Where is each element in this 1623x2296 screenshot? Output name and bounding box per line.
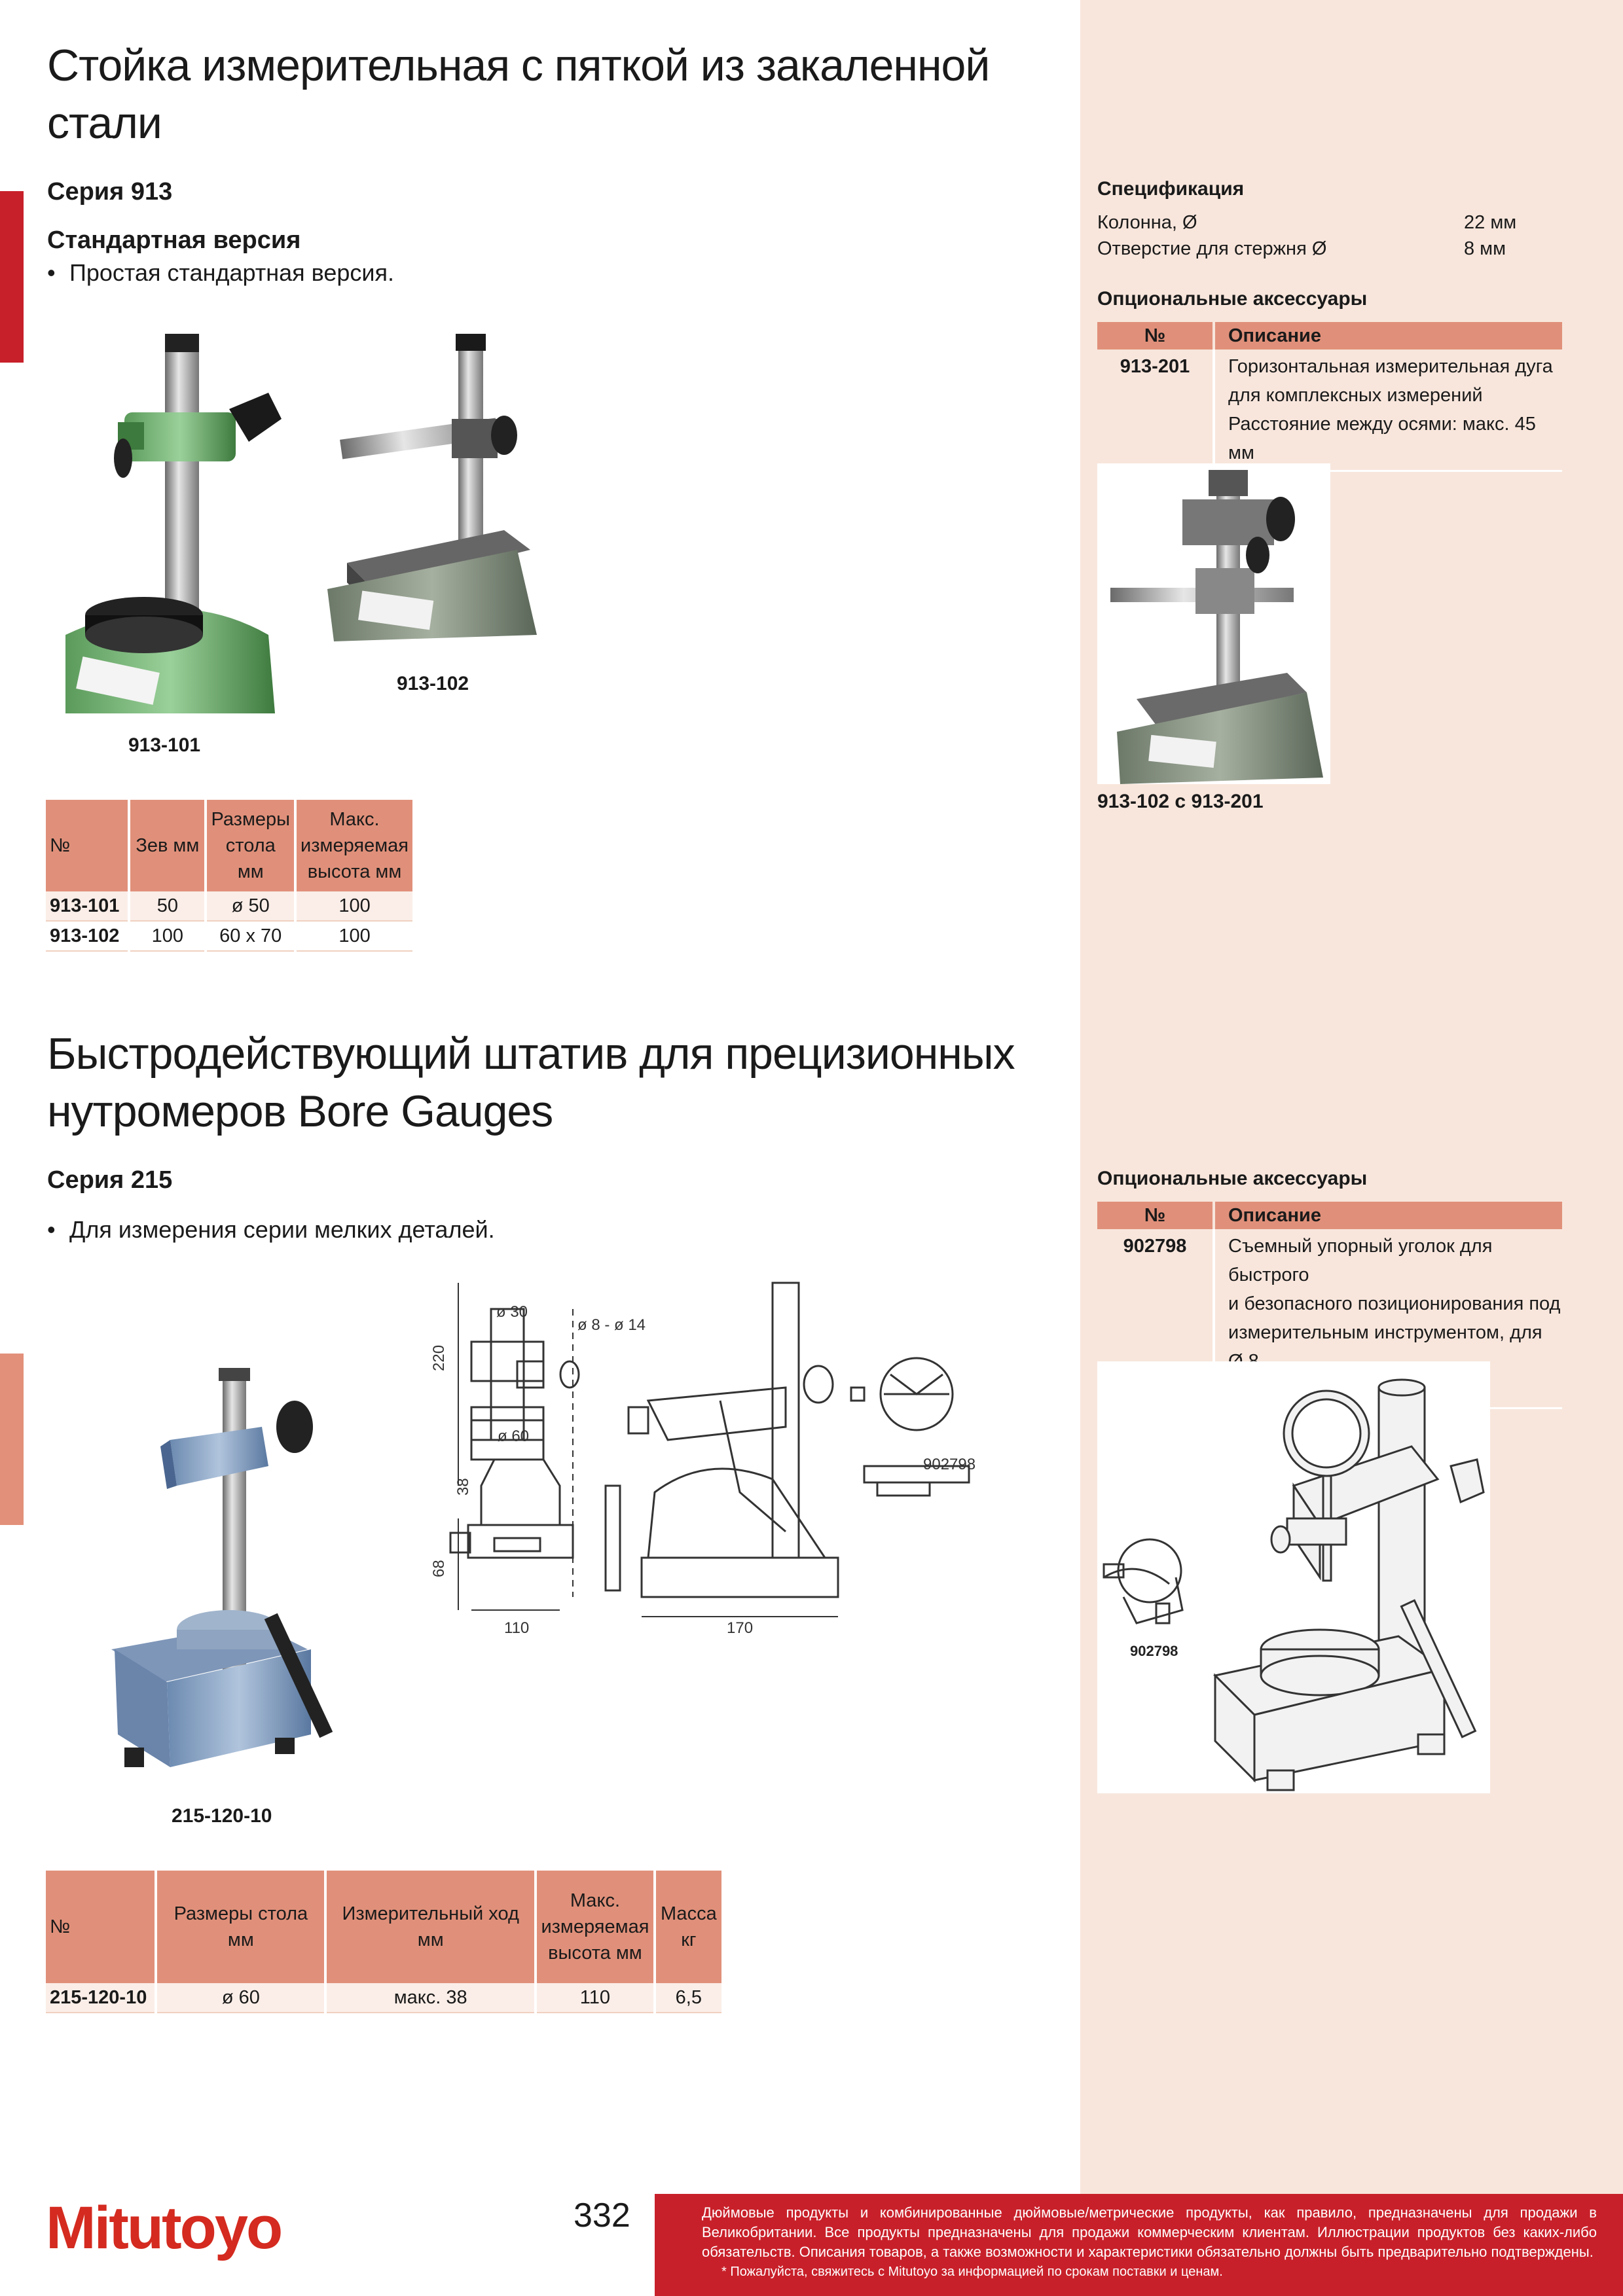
table-cell: 215-120-10	[46, 1983, 158, 2013]
accessory-drawing-label: 902798	[1130, 1643, 1178, 1659]
acc-header-num: №	[1097, 322, 1215, 350]
disclaimer-text: Дюймовые продукты и комбинированные дюйм…	[702, 2204, 1597, 2260]
acc-desc-line: Горизонтальная измерительная дуга	[1228, 356, 1553, 377]
section-marker-red	[0, 191, 24, 363]
spec-value: 22 мм	[1464, 212, 1517, 233]
section2-bullet: •Для измерения серии мелких деталей.	[47, 1216, 495, 1243]
acc-desc-line: измерительным инструментом, для Ø 8	[1228, 1322, 1542, 1372]
dim-label: 110	[504, 1619, 529, 1637]
dim-label: 170	[727, 1619, 753, 1637]
page-number: 332	[574, 2197, 630, 2234]
table-cell: 60 x 70	[206, 921, 297, 952]
table-215-header: Измерительный ход мм	[325, 1871, 538, 1983]
section1-series: Серия 913	[47, 178, 173, 206]
section2-series: Серия 215	[47, 1166, 173, 1194]
section-marker-salmon	[0, 1354, 24, 1525]
caption-913-102-913-201: 913-102 с 913-201	[1097, 791, 1264, 812]
acc-num: 913-201	[1097, 350, 1215, 472]
acc-desc-line: Съемный упорный уголок для быстрого	[1228, 1236, 1493, 1285]
mitutoyo-logo: Mitutoyo	[46, 2195, 283, 2261]
spec-label: Отверстие для стержня Ø	[1097, 238, 1327, 259]
caption-913-101: 913-101	[128, 734, 201, 756]
section1-title-line2: стали	[47, 98, 162, 148]
product-photo-913-101	[65, 334, 282, 713]
accessories-title: Опциональные аксессуары	[1097, 1168, 1368, 1189]
acc-desc-line: Расстояние между осями: макс. 45 мм	[1228, 414, 1536, 463]
accessories-title: Опциональные аксессуары	[1097, 288, 1368, 310]
table-cell: 913-102	[46, 921, 131, 952]
section1-bullet: •Простая стандартная версия.	[47, 259, 395, 286]
accessories-table-913: № Описание 913-201 Горизонтальная измери…	[1097, 322, 1562, 472]
table-215: № Размеры стола мм Измерительный ход мм …	[46, 1871, 721, 2013]
table-cell: ø 60	[156, 1983, 327, 2013]
section2-bullet-text: Для измерения серии мелких деталей.	[69, 1216, 495, 1243]
table-913: № Зев мм Размеры стола мм Макс. измеряем…	[46, 800, 412, 952]
section1-subhead: Стандартная версия	[47, 226, 301, 254]
caption-913-102: 913-102	[397, 673, 469, 694]
acc-desc-line: для комплексных измерений	[1228, 385, 1483, 406]
acc-desc: Горизонтальная измерительная дуга для ко…	[1214, 350, 1562, 472]
acc-desc-line: и безопасного позиционирования под	[1228, 1293, 1561, 1314]
section1-title-line1: Стойка измерительная с пяткой из закален…	[47, 41, 990, 90]
caption-215-120-10: 215-120-10	[172, 1805, 272, 1827]
spec-title: Спецификация	[1097, 178, 1245, 200]
technical-drawing: ø 30 ø 8 - ø 14 220 ø 60 38 68 110 170 9…	[432, 1282, 976, 1637]
table-row: 913-201 Горизонтальная измерительная дуг…	[1097, 350, 1562, 472]
table-cell: 100	[129, 921, 208, 952]
table-row: 913-102 100 60 x 70 100	[46, 921, 412, 952]
table-row: 215-120-10 ø 60 макс. 38 110 6,5	[46, 1983, 721, 2013]
table-913-header: №	[46, 800, 131, 891]
dim-label: ø 30	[496, 1303, 528, 1321]
acc-header-num: №	[1097, 1202, 1215, 1229]
table-row: 913-101 50 ø 50 100	[46, 891, 412, 922]
table-cell: макс. 38	[325, 1983, 538, 2013]
spec-row: Отверстие для стержня Ø 8 мм	[1097, 238, 1523, 260]
dim-label: ø 60	[498, 1427, 529, 1445]
table-cell: 50	[129, 891, 208, 922]
disclaimer-note: * Пожалуйста, свяжитесь с Mitutoyo за ин…	[721, 2265, 1223, 2279]
spec-row: Колонна, Ø 22 мм	[1097, 212, 1523, 234]
table-215-header: Размеры стола мм	[156, 1871, 327, 1983]
table-cell: 100	[295, 891, 412, 922]
dim-label: 38	[454, 1478, 472, 1496]
section2-title-line1: Быстродействующий штатив для прецизионны…	[47, 1029, 1015, 1079]
dim-label: ø 8 - ø 14	[577, 1316, 646, 1334]
section2-title-line2: нутромеров Bore Gauges	[47, 1086, 553, 1136]
acc-header-desc: Описание	[1214, 322, 1562, 350]
table-cell: 110	[536, 1983, 656, 2013]
table-215-header: Масса кг	[654, 1871, 721, 1983]
footer-disclaimer: Дюймовые продукты и комбинированные дюйм…	[655, 2194, 1623, 2296]
product-photo-913-102-with-913-201	[1097, 463, 1330, 784]
table-215-header: Макс. измеряемая высота мм	[536, 1871, 656, 1983]
table-913-header: Макс. измеряемая высота мм	[295, 800, 412, 891]
product-photo-215-120-10	[111, 1368, 333, 1767]
dim-label: 220	[432, 1345, 448, 1371]
table-913-header: Размеры стола мм	[206, 800, 297, 891]
table-215-header: №	[46, 1871, 158, 1983]
spec-value: 8 мм	[1464, 238, 1506, 259]
accessories-table-215: № Описание 902798 Съемный упорный уголок…	[1097, 1202, 1562, 1409]
table-cell: 913-101	[46, 891, 131, 922]
table-cell: 6,5	[654, 1983, 721, 2013]
acc-header-desc: Описание	[1214, 1202, 1562, 1229]
product-photo-913-102	[327, 334, 537, 641]
table-cell: ø 50	[206, 891, 297, 922]
table-913-header: Зев мм	[129, 800, 208, 891]
spec-label: Колонна, Ø	[1097, 212, 1197, 233]
dim-label: 902798	[923, 1456, 976, 1473]
section1-bullet-text: Простая стандартная версия.	[69, 259, 395, 286]
accessory-drawing-902798: 902798	[1097, 1361, 1490, 1793]
dim-label: 68	[432, 1560, 448, 1577]
table-cell: 100	[295, 921, 412, 952]
